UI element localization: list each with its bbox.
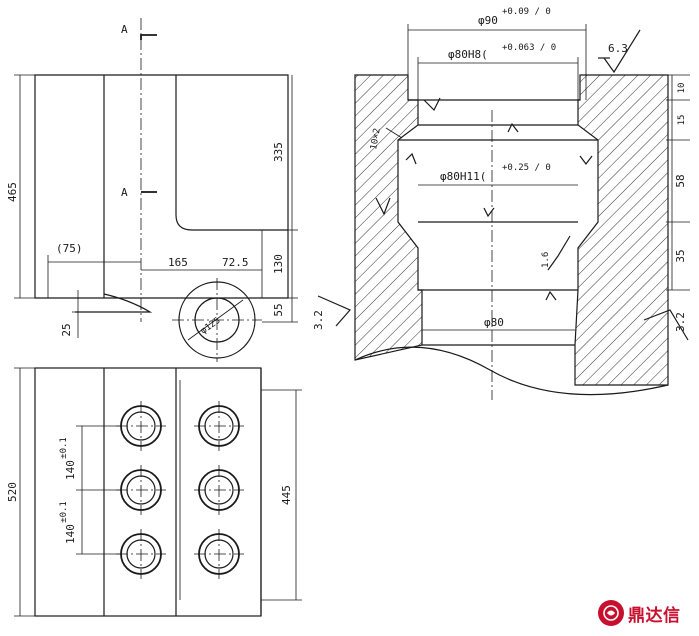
roughness-32-right: 3.2 xyxy=(674,312,687,332)
dia-80h8-tol: +0.063 / 0 xyxy=(502,43,556,53)
bolt-hole-left-3 xyxy=(116,529,166,579)
dim-10: 10 xyxy=(677,83,687,94)
dia-80: φ80 xyxy=(484,316,504,329)
logo-mark-icon xyxy=(598,600,624,626)
front-view-hole-leader xyxy=(187,299,244,341)
dim-72-5: 72.5 xyxy=(222,256,249,269)
dia-80h8: φ80H8( xyxy=(448,48,488,61)
dia-90-tol: +0.09 / 0 xyxy=(502,7,551,17)
dim-165: 165 xyxy=(168,256,188,269)
bolt-hole-left-2 xyxy=(116,465,166,515)
roughness-symbol-63 xyxy=(603,29,641,74)
dim-25: 25 xyxy=(60,323,73,336)
pitch-upper-tol: ±0.1 xyxy=(59,437,69,459)
roughness-symbol-32-left xyxy=(317,295,351,327)
front-view: A A φ125 465 335 130 55 (75) 165 72.5 25 xyxy=(6,18,298,362)
watermark-logo: 鼎达信 xyxy=(598,600,681,626)
roughness-63: 6.3 xyxy=(608,42,628,55)
dia-80h11-tol: +0.25 / 0 xyxy=(502,163,551,173)
section-marker-top xyxy=(140,34,157,40)
front-view-inner-fillet xyxy=(175,214,288,231)
section-mark-mid: A xyxy=(121,186,128,199)
bolt-hole-right-2 xyxy=(194,465,244,515)
bolt-hole-right-1 xyxy=(194,401,244,451)
bolt-hole-right-3 xyxy=(194,529,244,579)
roughness-mark-f xyxy=(375,197,391,216)
dim-75: (75) xyxy=(56,242,83,255)
roughness-16: 1.6 xyxy=(541,252,551,268)
roughness-32-left: 3.2 xyxy=(312,310,325,330)
dim-58: 58 xyxy=(674,174,687,187)
section-view: φ90 +0.09 / 0 φ80H8( +0.063 / 0 φ80H11( … xyxy=(312,7,690,400)
roughness-mark-e xyxy=(545,290,557,301)
chamfer-label: 10×2 xyxy=(369,127,383,150)
pitch-lower: 140 xyxy=(64,524,77,544)
roughness-mark-g xyxy=(423,97,441,112)
roughness-symbol-32-right xyxy=(643,309,689,341)
front-view-lower-curve xyxy=(75,293,153,313)
plan-view-outline xyxy=(34,367,262,617)
front-view-outline xyxy=(34,74,289,299)
bolt-hole-left-1 xyxy=(116,401,166,451)
roughness-mark-b xyxy=(405,152,417,165)
dim-55: 55 xyxy=(272,303,285,316)
dim-335: 335 xyxy=(272,142,285,162)
pitch-upper: 140 xyxy=(64,460,77,480)
dim-445: 445 xyxy=(280,485,293,505)
hole-label: φ125 xyxy=(199,316,223,337)
section-mark-top: A xyxy=(121,23,128,36)
dia-90: φ90 xyxy=(478,14,498,27)
dia-80h11: φ80H11( xyxy=(440,170,486,183)
roughness-mark-a xyxy=(507,122,519,133)
dim-15: 15 xyxy=(677,115,687,126)
roughness-mark-c xyxy=(579,155,593,165)
section-break-line xyxy=(354,346,669,396)
roughness-mark-d xyxy=(483,207,495,218)
dim-35: 35 xyxy=(674,249,687,262)
section-wall-left xyxy=(354,74,423,361)
dim-130: 130 xyxy=(272,254,285,274)
plan-view: 140 ±0.1 140 ±0.1 520 445 xyxy=(6,367,302,617)
pitch-lower-tol: ±0.1 xyxy=(59,501,69,523)
dim-465: 465 xyxy=(6,182,19,202)
dim-520: 520 xyxy=(6,482,19,502)
chamfer-leader xyxy=(385,127,403,139)
section-wall-right xyxy=(574,74,669,386)
logo-text: 鼎达信 xyxy=(628,605,681,626)
roughness-symbol-16 xyxy=(547,235,571,271)
